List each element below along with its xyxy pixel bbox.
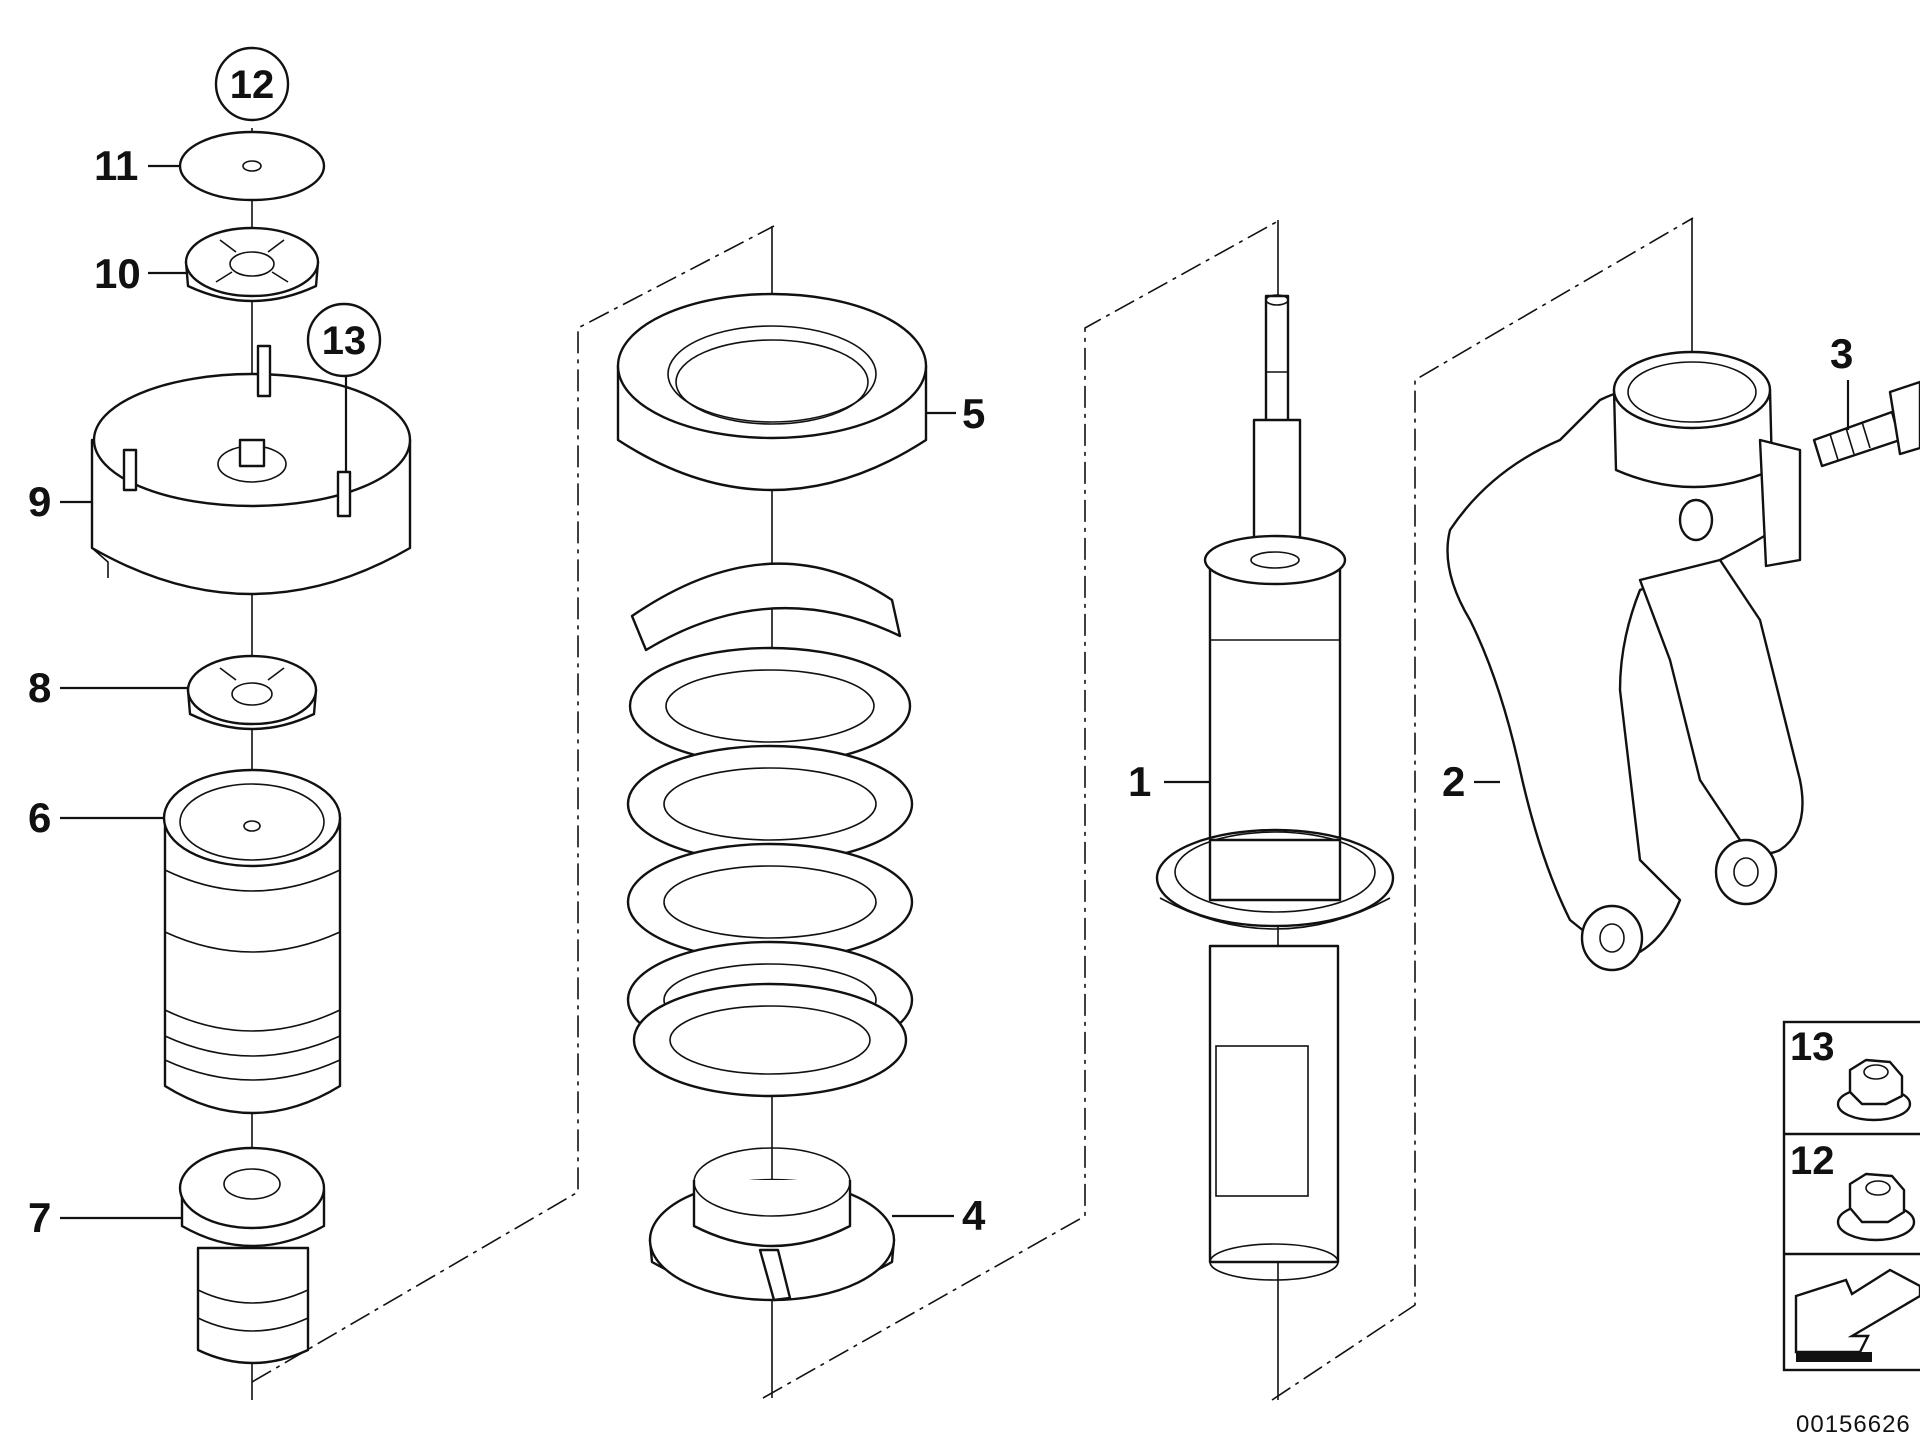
hex-flange-nut-icon — [1836, 1172, 1916, 1242]
part-6-protection-tube — [162, 768, 342, 1115]
part-8-bearing — [186, 654, 318, 731]
fastener-legend: 13 12 — [1782, 1020, 1920, 1372]
callout-11: 11 — [94, 142, 138, 189]
callout-9: 9 — [28, 478, 51, 525]
legend-item-13-label: 13 — [1790, 1025, 1835, 1069]
callout-10: 10 — [94, 250, 141, 297]
hex-flange-nut-icon — [1836, 1058, 1912, 1122]
direction-arrow-icon — [1794, 1268, 1920, 1362]
callout-numbers: 1 2 3 4 5 6 7 8 9 10 11 — [28, 142, 1853, 1241]
part-7-bump-stop — [178, 1146, 326, 1365]
callout-4: 4 — [962, 1192, 986, 1239]
callout-2: 2 — [1442, 758, 1465, 805]
part-5-spring-seat-upper — [616, 292, 928, 492]
part-2-steering-knuckle — [1446, 350, 1804, 972]
circled-callout-13: 13 — [306, 302, 382, 378]
callout-7: 7 — [28, 1194, 51, 1241]
legend-item-12-label: 12 — [1790, 1139, 1835, 1183]
part-3-bolt — [1812, 380, 1920, 468]
part-1-shock-absorber — [1155, 294, 1395, 1281]
callout-5: 5 — [962, 390, 985, 437]
leader-lines — [60, 164, 1850, 1220]
callout-1: 1 — [1128, 758, 1151, 805]
callout-8: 8 — [28, 664, 51, 711]
part-4-spring-seat-lower — [648, 1147, 896, 1302]
part-9-strut-mount — [90, 344, 412, 596]
circled-callout-12: 12 — [214, 46, 290, 122]
assembly-outline-middle — [762, 219, 1281, 1399]
part-11-washer — [178, 130, 326, 202]
part-10-support-bearing — [184, 226, 320, 303]
assembly-outline-left — [251, 225, 775, 1383]
assembly-outline-right — [1271, 217, 1694, 1401]
callout-12: 12 — [230, 63, 275, 107]
callout-3: 3 — [1830, 330, 1853, 377]
callout-6: 6 — [28, 794, 51, 841]
reference-number: 00156626 — [1796, 1411, 1911, 1438]
coil-spring — [626, 562, 914, 1098]
callout-13: 13 — [322, 319, 367, 363]
